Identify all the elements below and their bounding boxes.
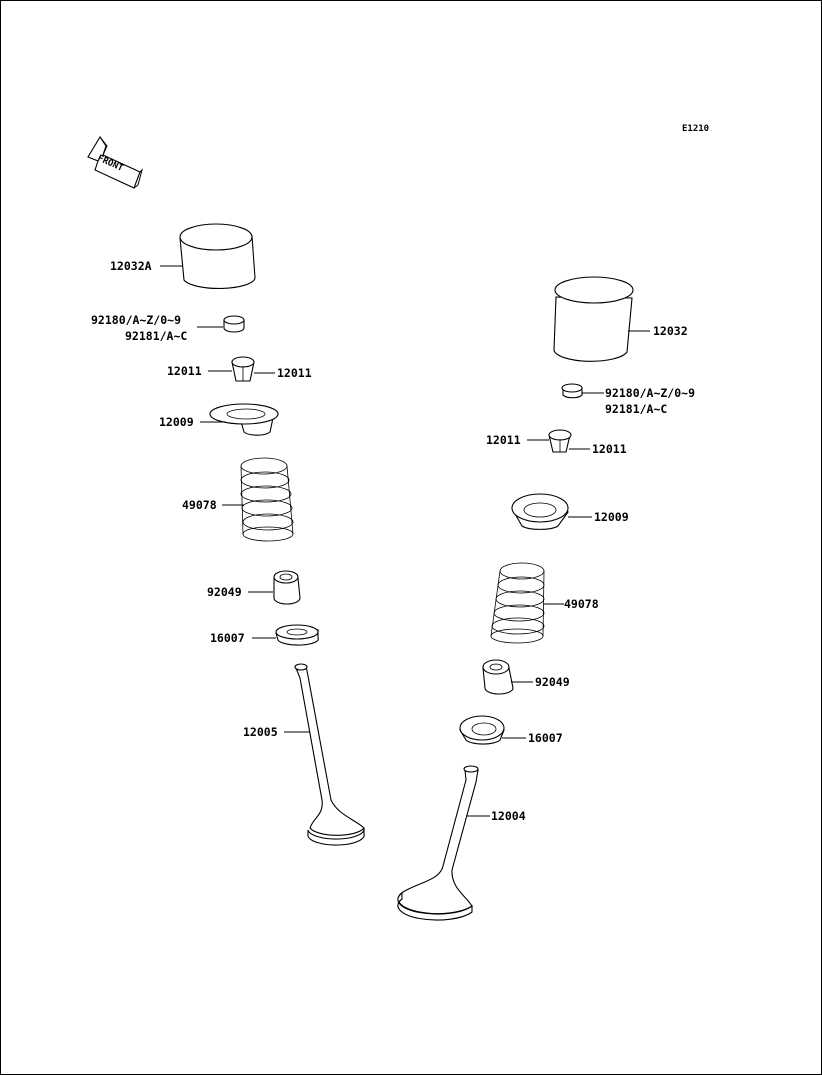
stem-seal-right [482,659,514,695]
label-92180-left: 92180/A~Z/0~9 [91,313,181,327]
label-92049-left: 92049 [207,585,242,599]
valve-spring-right [490,562,545,644]
spring-seat-right [459,715,505,745]
label-12011-right-b: 12011 [592,442,627,456]
shim-left [223,315,245,333]
label-16007-right: 16007 [528,731,563,745]
label-12005: 12005 [243,725,278,739]
label-49078-left: 49078 [182,498,217,512]
label-12032a: 12032A [110,259,152,273]
label-16007-left: 16007 [210,631,245,645]
cotter-right [548,429,572,453]
label-49078-right: 49078 [564,597,599,611]
stem-seal-left [273,570,301,605]
label-12032: 12032 [653,324,688,338]
valve-lifter-left [179,223,256,290]
label-12011-right-a: 12011 [486,433,521,447]
cotter-left [231,356,255,382]
label-92180-right: 92180/A~Z/0~9 [605,386,695,400]
valve-spring-left [240,457,294,542]
front-arrow-icon: FRONT [87,135,143,189]
label-92181-right: 92181/A~C [605,402,667,416]
label-12009-right: 12009 [594,510,629,524]
retainer-right [511,493,570,530]
label-12004: 12004 [491,809,526,823]
valve-lifter-right [553,276,634,362]
diagram-code: E1210 [682,124,709,134]
exhaust-valve-right [397,765,479,921]
spring-seat-left [275,624,319,646]
shim-right [561,383,583,399]
label-92049-right: 92049 [535,675,570,689]
intake-valve-left [294,663,365,846]
label-12011-left-b: 12011 [277,366,312,380]
label-12011-left-a: 12011 [167,364,202,378]
label-92181-left: 92181/A~C [125,329,187,343]
retainer-left [209,403,279,436]
label-12009-left: 12009 [159,415,194,429]
